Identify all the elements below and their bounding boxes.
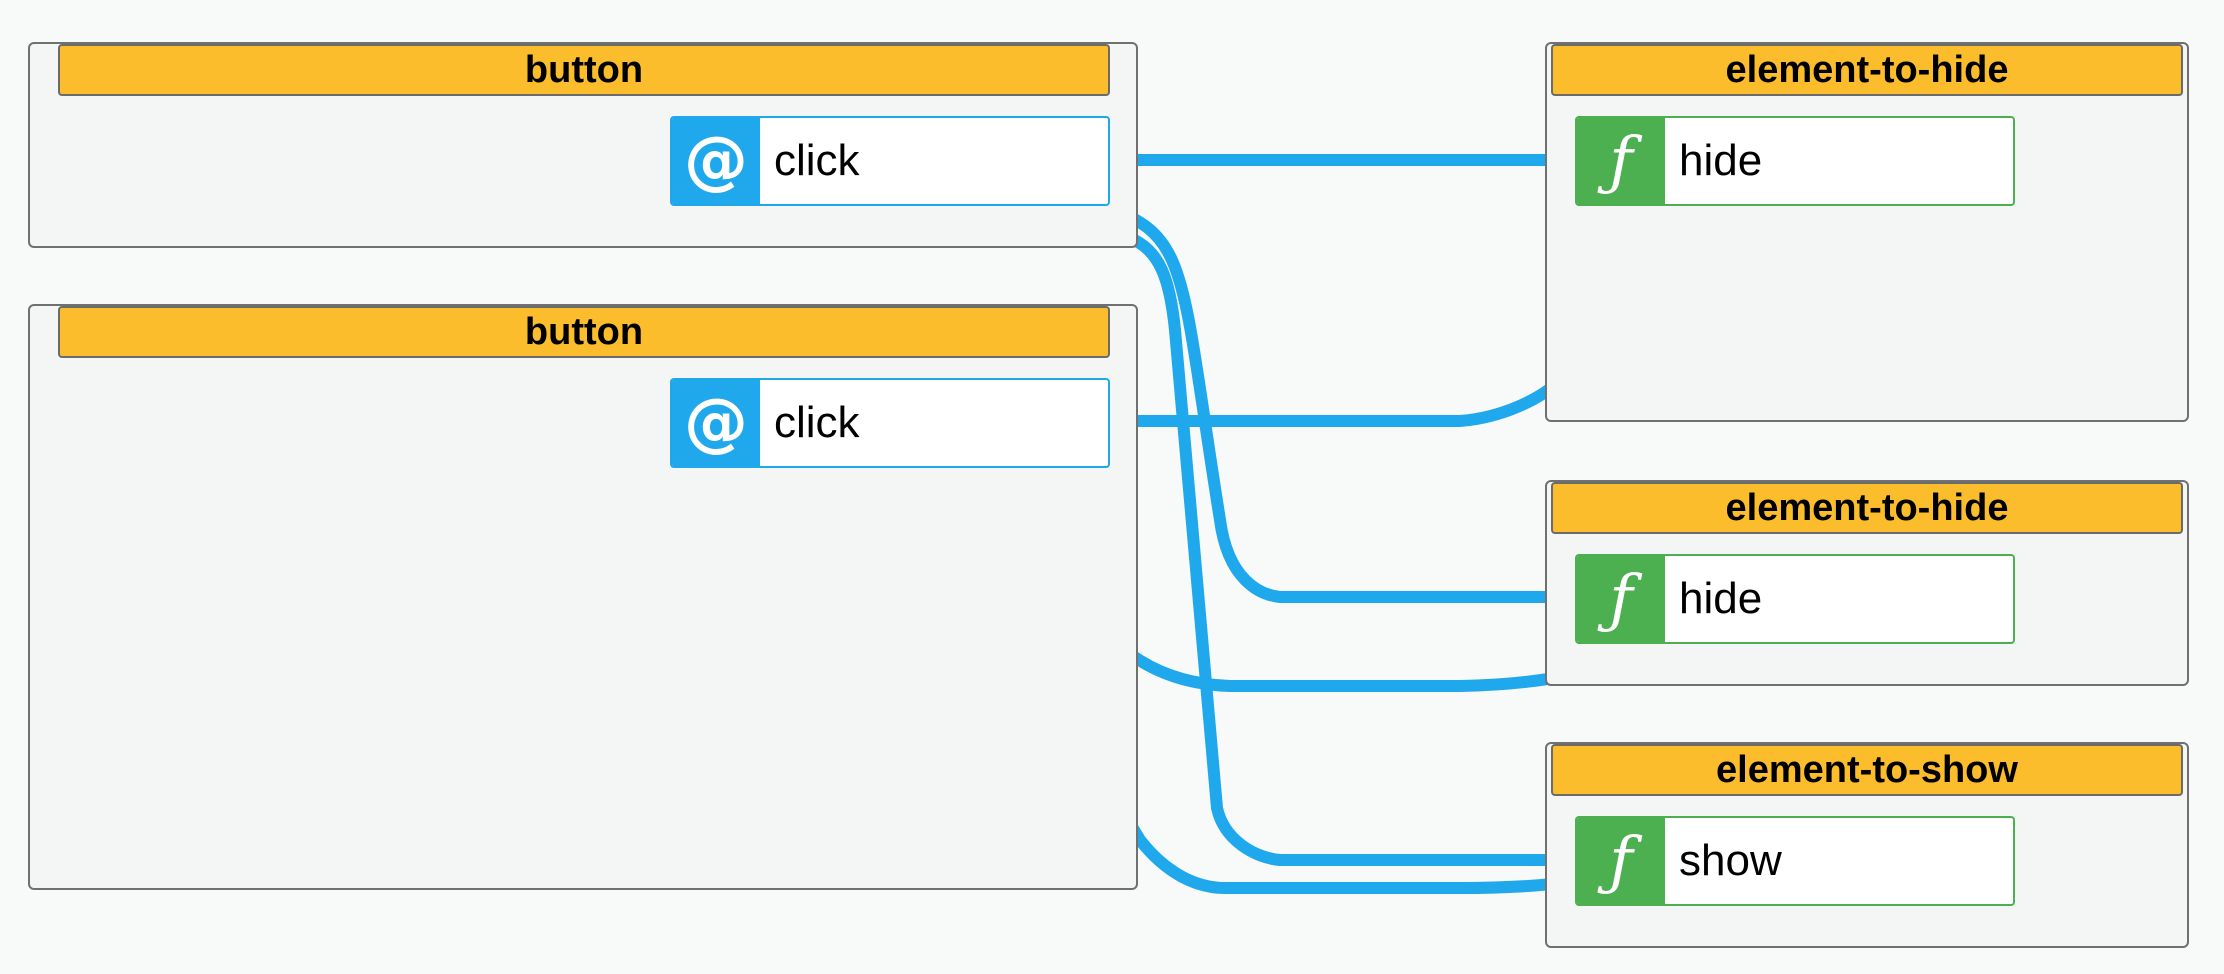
at-icon: @: [672, 380, 760, 466]
port-label: hide: [1679, 574, 1763, 623]
function-icon: ƒ: [1577, 556, 1665, 642]
hide-action-port[interactable]: ƒ hide: [1575, 116, 2015, 206]
element-to-hide-node[interactable]: element-to-hide ƒ hide: [1545, 480, 2189, 686]
element-to-show-node[interactable]: element-to-show ƒ show: [1545, 742, 2189, 948]
click-event-port[interactable]: @ click: [670, 378, 1110, 468]
node-title: button: [58, 44, 1110, 96]
wire-button1-to-hide2[interactable]: [1099, 201, 1566, 603]
function-icon: ƒ: [1577, 118, 1665, 204]
node-title: element-to-hide: [1551, 482, 2183, 534]
node-title: element-to-hide: [1551, 44, 2183, 96]
function-icon: ƒ: [1577, 818, 1665, 904]
port-label: click: [774, 136, 860, 185]
hide-action-port[interactable]: ƒ hide: [1575, 554, 2015, 644]
wire-button1-to-show[interactable]: [1024, 201, 1566, 866]
element-to-hide-node[interactable]: element-to-hide ƒ hide: [1545, 42, 2189, 422]
port-label: show: [1679, 836, 1782, 885]
button-node[interactable]: button @ click: [28, 42, 1138, 248]
port-label: hide: [1679, 136, 1763, 185]
show-action-port[interactable]: ƒ show: [1575, 816, 2015, 906]
at-icon: @: [672, 118, 760, 204]
port-label: click: [774, 398, 860, 447]
click-event-port[interactable]: @ click: [670, 116, 1110, 206]
button-node[interactable]: button @ click: [28, 304, 1138, 890]
node-title: element-to-show: [1551, 744, 2183, 796]
node-title: button: [58, 306, 1110, 358]
